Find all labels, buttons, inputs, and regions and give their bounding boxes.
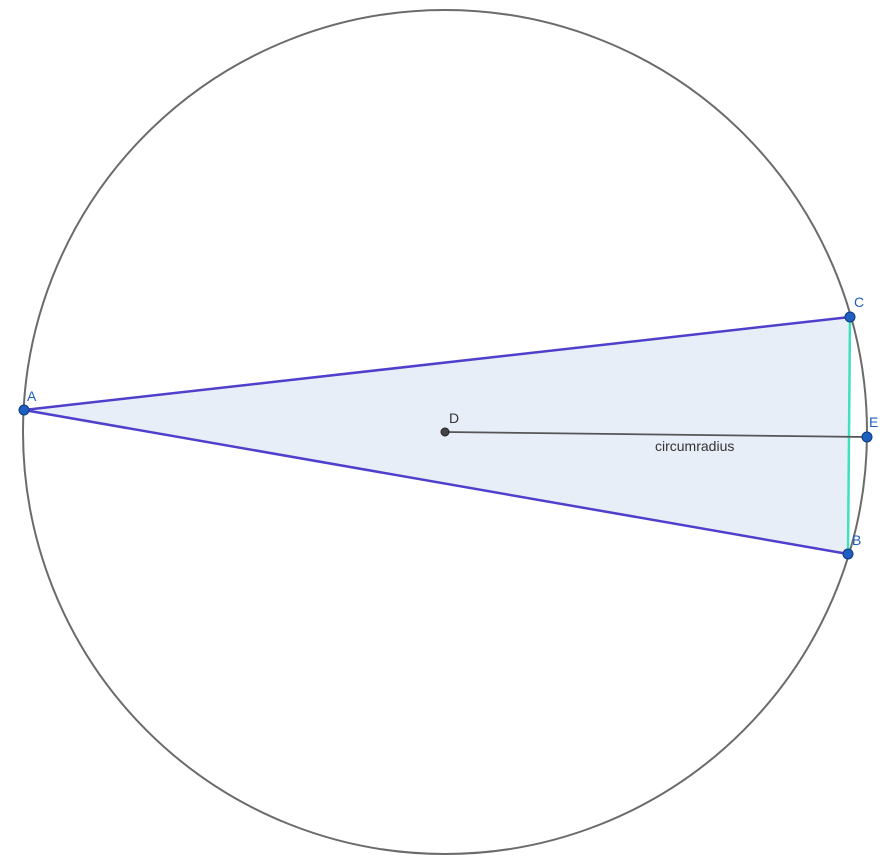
side-bc xyxy=(846,316,852,555)
point-b[interactable] xyxy=(842,548,854,560)
label-a: A xyxy=(27,388,37,404)
label-b: B xyxy=(852,532,861,548)
side-ab xyxy=(23,408,849,556)
point-a[interactable] xyxy=(18,404,30,416)
point-e[interactable] xyxy=(861,431,873,443)
circumradius-label: circumradius xyxy=(655,438,734,454)
circumradius-segment xyxy=(444,431,868,438)
label-d: D xyxy=(449,410,459,426)
point-d[interactable] xyxy=(440,427,450,437)
label-c: C xyxy=(854,294,864,310)
label-e: E xyxy=(869,414,878,430)
triangle-abc-fill xyxy=(24,317,850,554)
side-ac xyxy=(23,315,851,412)
point-c[interactable] xyxy=(844,311,856,323)
